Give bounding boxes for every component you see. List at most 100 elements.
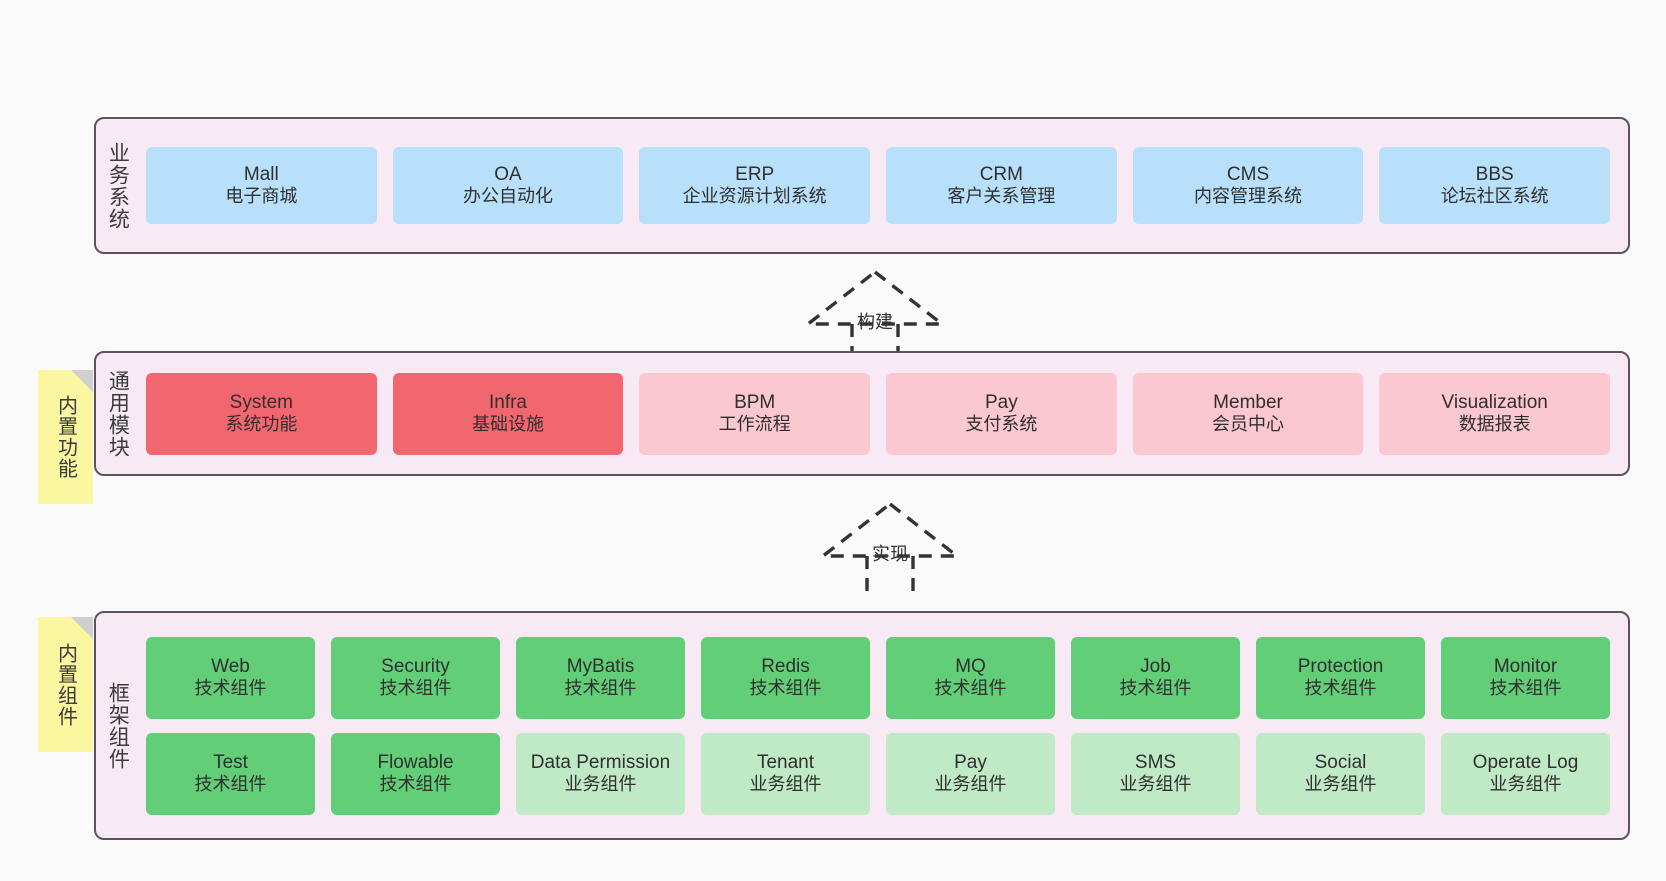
module-subtitle: 内容管理系统 (1194, 186, 1303, 207)
component-title: SMS (1134, 751, 1177, 773)
component-subtitle: 技术组件 (749, 678, 822, 699)
component-box-monitor[interactable]: Monitor 技术组件 (1441, 636, 1610, 719)
component-box-test[interactable]: Test 技术组件 (146, 732, 315, 815)
module-subtitle: 论坛社区系统 (1440, 186, 1549, 207)
connector-build: 构建 (800, 268, 950, 360)
component-title: Pay (954, 751, 987, 773)
component-box-sms[interactable]: SMS 业务组件 (1071, 732, 1240, 815)
module-subtitle: 系统功能 (225, 414, 298, 435)
component-box-flowable[interactable]: Flowable 技术组件 (331, 732, 500, 815)
module-box-crm[interactable]: CRM 客户关系管理 (886, 147, 1117, 224)
component-box-job[interactable]: Job 技术组件 (1071, 636, 1240, 719)
module-box-system[interactable]: System 系统功能 (146, 372, 377, 455)
module-subtitle: 工作流程 (718, 414, 791, 435)
component-title: MQ (955, 655, 986, 677)
component-title: Protection (1297, 655, 1384, 677)
module-box-mall[interactable]: Mall 电子商城 (146, 147, 377, 224)
module-subtitle: 支付系统 (965, 414, 1038, 435)
layer-row: Web 技术组件 Security 技术组件 MyBatis 技术组件 Redi… (146, 636, 1610, 719)
component-title: Operate Log (1472, 751, 1579, 773)
component-box-protection[interactable]: Protection 技术组件 (1256, 636, 1425, 719)
module-title: BPM (734, 391, 776, 413)
component-subtitle: 技术组件 (1489, 678, 1562, 699)
component-subtitle: 技术组件 (564, 678, 637, 699)
module-box-member[interactable]: Member 会员中心 (1132, 372, 1364, 455)
component-box-mybatis[interactable]: MyBatis 技术组件 (516, 636, 685, 719)
component-subtitle: 业务组件 (564, 774, 637, 795)
component-subtitle: 技术组件 (194, 678, 267, 699)
component-title: Security (381, 655, 450, 677)
note-fold-corner-icon (71, 617, 93, 639)
component-title: Flowable (377, 751, 454, 773)
component-box-mq[interactable]: MQ 技术组件 (886, 636, 1055, 719)
module-title: System (229, 391, 294, 413)
module-subtitle: 数据报表 (1458, 414, 1531, 435)
module-title: CMS (1226, 163, 1270, 185)
module-box-bpm[interactable]: BPM 工作流程 (639, 372, 871, 455)
module-subtitle: 电子商城 (225, 186, 298, 207)
component-box-web[interactable]: Web 技术组件 (146, 636, 315, 719)
connector-label-implement: 实现 (872, 544, 908, 564)
module-box-erp[interactable]: ERP 企业资源计划系统 (639, 147, 871, 224)
layer-title-business-system: 业务系统 (106, 141, 130, 230)
component-subtitle: 业务组件 (1489, 774, 1562, 795)
component-box-social[interactable]: Social 业务组件 (1256, 732, 1425, 815)
component-box-security[interactable]: Security 技术组件 (331, 636, 500, 719)
module-box-bbs[interactable]: BBS 论坛社区系统 (1379, 147, 1611, 224)
component-title: Redis (761, 655, 810, 677)
layer-title-common-module: 通用模块 (106, 369, 130, 458)
module-box-visualization[interactable]: Visualization 数据报表 (1379, 372, 1611, 455)
module-subtitle: 会员中心 (1212, 414, 1285, 435)
layer-body-common-module: System 系统功能 Infra 基础设施 BPM 工作流程 Pay 支付系统… (138, 353, 1628, 474)
connector-implement: 实现 (815, 500, 965, 592)
note-label: 内置组件 (54, 642, 77, 727)
module-title: OA (494, 163, 522, 185)
module-subtitle: 企业资源计划系统 (682, 186, 827, 207)
module-subtitle: 办公自动化 (463, 186, 553, 207)
component-subtitle: 技术组件 (194, 774, 267, 795)
module-box-pay[interactable]: Pay 支付系统 (886, 372, 1117, 455)
module-title: Infra (488, 391, 528, 413)
component-box-tenant[interactable]: Tenant 业务组件 (701, 732, 870, 815)
component-box-pay[interactable]: Pay 业务组件 (886, 732, 1055, 815)
module-box-oa[interactable]: OA 办公自动化 (392, 147, 624, 224)
component-title: Test (213, 751, 248, 773)
note-builtin-functions: 内置功能 (38, 370, 93, 504)
module-title: Pay (984, 391, 1018, 413)
component-box-operate-log[interactable]: Operate Log 业务组件 (1441, 732, 1610, 815)
module-box-infra[interactable]: Infra 基础设施 (392, 372, 624, 455)
layer-framework-component: 框架组件 Web 技术组件 Security 技术组件 MyBatis 技术组件… (94, 611, 1630, 840)
component-subtitle: 技术组件 (379, 774, 452, 795)
layer-common-module: 通用模块 System 系统功能 Infra 基础设施 BPM 工作流程 Pay (94, 351, 1630, 476)
component-title: MyBatis (566, 655, 635, 677)
module-box-cms[interactable]: CMS 内容管理系统 (1132, 147, 1364, 224)
module-title: Mall (243, 163, 279, 185)
module-subtitle: 客户关系管理 (947, 186, 1056, 207)
layer-business-system: 业务系统 Mall 电子商城 OA 办公自动化 ERP 企业资源计划系统 CRM (94, 117, 1630, 254)
layer-body-framework-component: Web 技术组件 Security 技术组件 MyBatis 技术组件 Redi… (138, 613, 1628, 838)
component-subtitle: 业务组件 (934, 774, 1007, 795)
module-title: CRM (979, 163, 1023, 185)
component-box-data-permission[interactable]: Data Permission 业务组件 (516, 732, 685, 815)
connector-label-build: 构建 (857, 312, 893, 332)
layer-body-business-system: Mall 电子商城 OA 办公自动化 ERP 企业资源计划系统 CRM 客户关系… (138, 119, 1628, 252)
layer-row: Test 技术组件 Flowable 技术组件 Data Permission … (146, 732, 1610, 815)
note-fold-corner-icon (71, 370, 93, 392)
layer-row: Mall 电子商城 OA 办公自动化 ERP 企业资源计划系统 CRM 客户关系… (146, 147, 1611, 224)
note-label: 内置功能 (54, 395, 77, 479)
layer-title-framework-component: 框架组件 (106, 681, 130, 770)
layer-row: System 系统功能 Infra 基础设施 BPM 工作流程 Pay 支付系统… (146, 372, 1611, 455)
component-title: Job (1140, 655, 1171, 677)
component-title: Tenant (756, 751, 815, 773)
component-subtitle: 技术组件 (1304, 678, 1377, 699)
component-title: Data Permission (530, 751, 671, 773)
note-background (38, 617, 93, 752)
component-box-redis[interactable]: Redis 技术组件 (701, 636, 870, 719)
module-subtitle: 基础设施 (472, 414, 544, 435)
module-title: Member (1213, 391, 1283, 413)
component-title: Web (211, 655, 250, 677)
generalization-arrow-icon (818, 501, 962, 592)
component-title: Social (1314, 751, 1367, 773)
component-subtitle: 业务组件 (749, 774, 822, 795)
module-title: BBS (1475, 163, 1514, 185)
